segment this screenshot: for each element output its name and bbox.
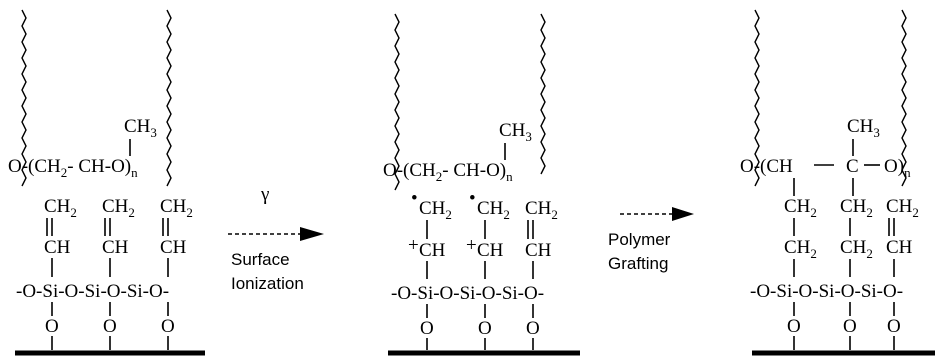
vinyl-ch2-unreacted: CH2 [525,198,558,222]
siloxane-row-2: -O-Si-O-Si-O-Si-O- [391,283,544,304]
wavy-chain-right [166,9,172,187]
arrow-label-grafting: Grafting [608,254,668,273]
cation-plus-1: + [408,235,419,256]
wavy-chain-right-2 [540,13,546,175]
oxygen-2-2: O [478,318,492,339]
vinyl-ch-unreacted: CH [525,240,552,261]
arrow-head-1 [300,227,324,241]
oxygen-2-1: O [420,318,434,339]
vinyl-ch2-3: CH2 [160,196,193,220]
cation-ch-1: CH [419,240,446,261]
cation-ch-2: CH [477,240,504,261]
oxygen-1: O [45,316,59,337]
oxygen-3-3: O [887,316,901,337]
vinyl-ch-1: CH [44,237,71,258]
vinyl-ch-3: CH [160,237,187,258]
panel-initial: CH3 O-(CH2- CH-O)n CH2 CH2 CH2 CH CH CH … [8,9,205,356]
vinyl-ch2-2: CH2 [102,196,135,220]
radical-ch2-1: CH2 [419,198,452,222]
panel-grafted: CH3 O-(CH C O)n CH2 CH2 CH2 CH2 CH2 CH -… [740,9,935,356]
arrow-head-2 [672,207,694,221]
graft-ch2-upper-2: CH2 [840,196,873,220]
graft-quaternary-c: C [846,156,859,177]
oxygen-2: O [103,316,117,337]
oxygen-3: O [161,316,175,337]
vinyl-ch2-remaining: CH2 [886,196,919,220]
radical-ch2-2: CH2 [477,198,510,222]
polymer-repeat-unit: O-(CH2- CH-O)n [8,156,138,180]
cation-plus-2: + [466,235,477,256]
graft-ch: O-(CH [740,156,793,177]
arrow-label-polymer: Polymer [608,230,671,249]
wavy-chain-right-3 [901,9,907,187]
siloxane-row: -O-Si-O-Si-O-Si-O- [16,281,169,302]
radical-dot-2: • [469,188,476,209]
vinyl-ch-2: CH [102,237,129,258]
methyl-group-3: CH3 [847,116,880,140]
wavy-chain-left-2 [394,13,400,191]
wavy-chain-left-3 [754,9,760,187]
methyl-group-2: CH3 [499,120,532,144]
oxygen-2-3: O [526,318,540,339]
vinyl-ch2-1: CH2 [44,196,77,220]
panel-ionized: CH3 O-(CH2- CH-O)n • CH2 • CH2 CH2 + CH … [383,13,580,356]
arrow-polymer-grafting: Polymer Grafting [608,207,694,273]
vinyl-ch-remaining: CH [886,237,913,258]
graft-ch2-lower-1: CH2 [784,237,817,261]
arrow-label-ionization: Ionization [231,274,304,293]
siloxane-row-3: -O-Si-O-Si-O-Si-O- [750,281,903,302]
graft-ch2-upper-1: CH2 [784,196,817,220]
methyl-group: CH3 [124,116,157,140]
oxygen-3-1: O [787,316,801,337]
wavy-chain-left [21,9,27,187]
radical-dot-1: • [411,188,418,209]
graft-ch2-lower-2: CH2 [840,237,873,261]
arrow-label-surface: Surface [231,250,290,269]
polymer-repeat-unit-2: O-(CH2- CH-O)n [383,160,513,184]
arrow-surface-ionization: γ Surface Ionization [228,184,324,293]
gamma-symbol: γ [260,184,269,205]
graft-o: O)n [884,156,911,180]
oxygen-3-2: O [843,316,857,337]
